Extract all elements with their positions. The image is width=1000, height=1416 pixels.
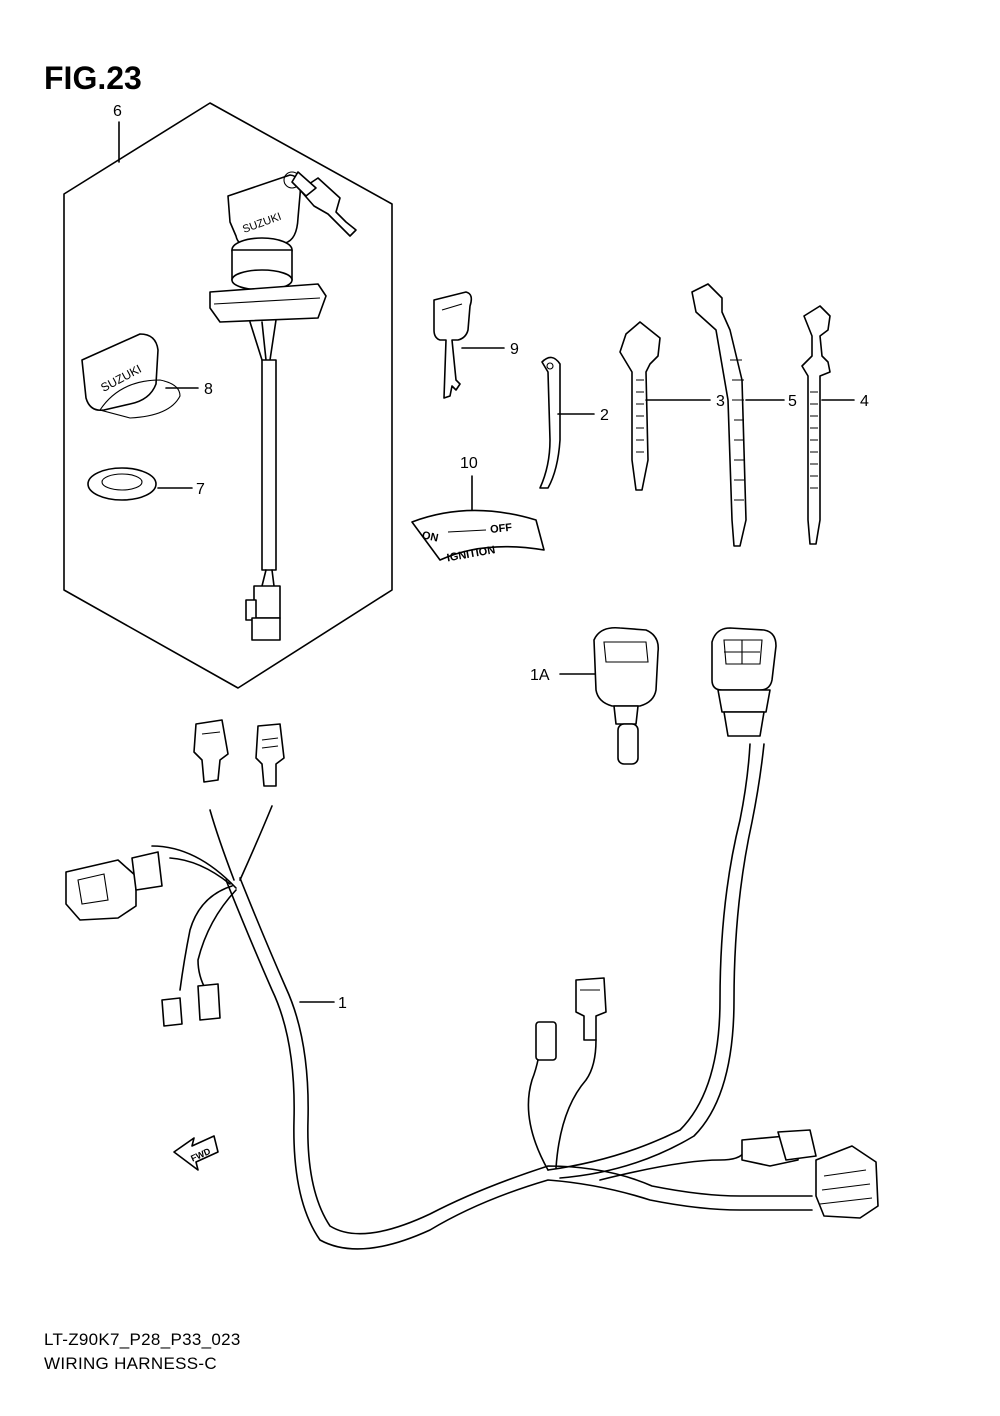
ignition-plate-part-10: 10 ON OFF IGNITION — [411, 455, 545, 564]
ignition-switch: SUZUKI — [209, 174, 327, 641]
callout-7: 7 — [196, 481, 205, 498]
ignition-keys — [283, 171, 357, 237]
figure-title: FIG.23 — [44, 60, 142, 96]
forward-arrow-icon: FWD — [173, 1135, 219, 1171]
callout-3: 3 — [716, 393, 725, 410]
callout-10: 10 — [460, 455, 478, 472]
callout-4: 4 — [860, 393, 869, 410]
callout-5: 5 — [788, 393, 797, 410]
wiring-harness-part-1: 1 — [65, 627, 879, 1250]
clamp-part-2: 2 — [539, 356, 609, 489]
plate-on-text: ON — [421, 529, 440, 544]
callout-9: 9 — [510, 341, 519, 358]
callout-2: 2 — [600, 407, 609, 424]
callout-6: 6 — [113, 103, 122, 120]
boot-part-1A: 1A — [530, 626, 660, 765]
figure-caption: WIRING HARNESS-C — [44, 1354, 217, 1373]
tie-part-4: 4 — [801, 305, 869, 545]
ignition-switch-kit-box: 6 — [63, 102, 393, 689]
key-cap-part-8: SUZUKI 8 — [81, 333, 213, 419]
model-code: LT-Z90K7_P28_P33_023 — [44, 1330, 241, 1349]
ring-nut-part-7: 7 — [87, 467, 205, 501]
tie-part-3: 3 — [619, 321, 725, 491]
callout-1A: 1A — [530, 667, 550, 684]
callout-1: 1 — [338, 995, 347, 1012]
key-part-9: 9 — [433, 291, 519, 399]
figure-footer: LT-Z90K7_P28_P33_023 WIRING HARNESS-C — [44, 1328, 241, 1376]
tie-part-5: 5 — [691, 283, 797, 547]
plate-off-text: OFF — [490, 522, 513, 536]
callout-8: 8 — [204, 381, 213, 398]
